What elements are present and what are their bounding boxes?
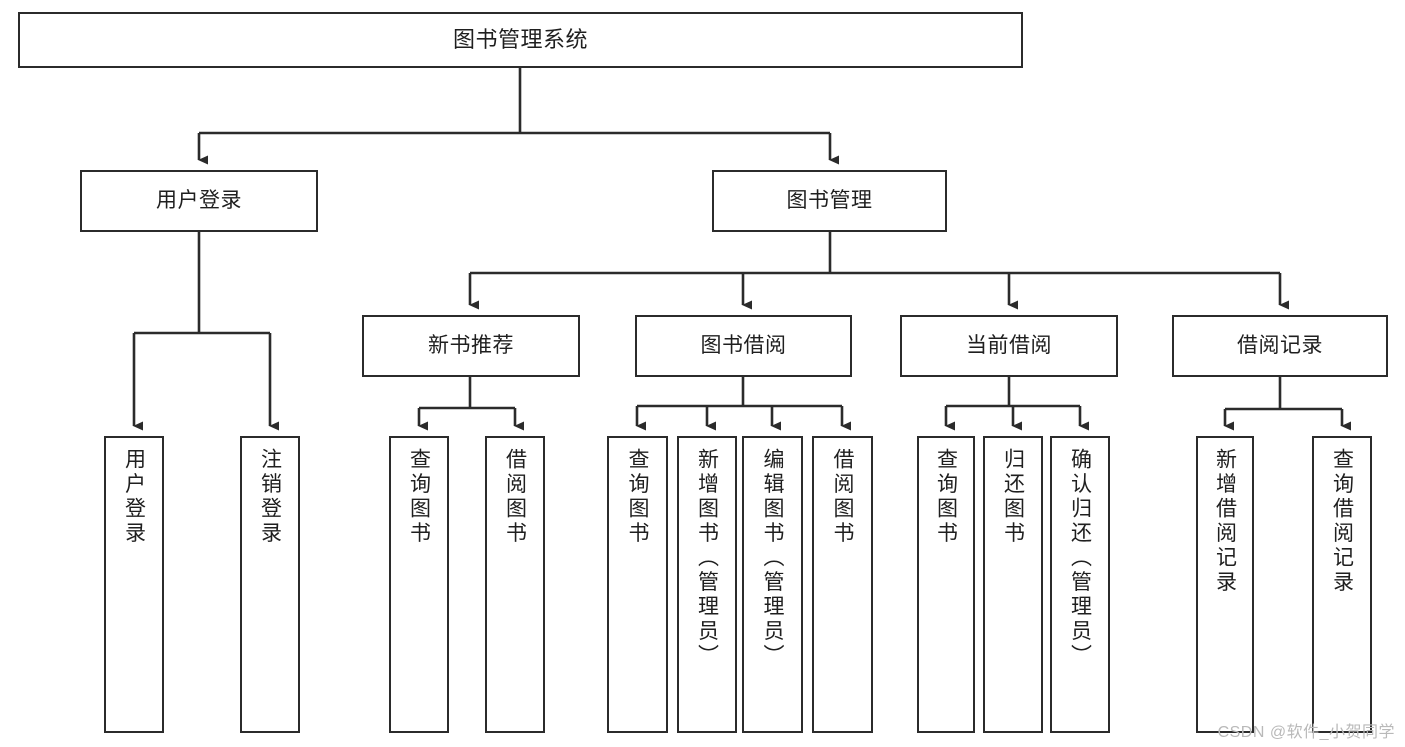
node-leaf-rec-query-book[interactable]: 查询图书 bbox=[389, 436, 449, 733]
node-label-leaf-bb-query-book: 查询图书 bbox=[626, 448, 649, 546]
node-book-borrow[interactable]: 图书借阅 bbox=[635, 315, 852, 377]
node-label-book-borrow: 图书借阅 bbox=[700, 334, 787, 358]
node-label-new-book-recommend: 新书推荐 bbox=[428, 334, 514, 358]
node-leaf-br-query-record[interactable]: 查询借阅记录 bbox=[1312, 436, 1372, 733]
node-leaf-bb-add-book[interactable]: 新增图书（管理员） bbox=[677, 436, 737, 733]
node-leaf-br-add-record[interactable]: 新增借阅记录 bbox=[1196, 436, 1254, 733]
node-current-borrow[interactable]: 当前借阅 bbox=[900, 315, 1118, 377]
node-leaf-cb-return-book[interactable]: 归还图书 bbox=[983, 436, 1043, 733]
node-label-root: 图书管理系统 bbox=[452, 26, 588, 52]
node-label-leaf-rec-query-book: 查询图书 bbox=[407, 448, 431, 546]
node-label-leaf-cb-confirm-return: 确认归还（管理员） bbox=[1068, 448, 1092, 669]
node-leaf-rec-borrow-book[interactable]: 借阅图书 bbox=[485, 436, 545, 733]
node-leaf-cb-query-book[interactable]: 查询图书 bbox=[917, 436, 975, 733]
node-label-leaf-user-login: 用户登录 bbox=[122, 448, 146, 546]
node-label-leaf-rec-borrow-book: 借阅图书 bbox=[503, 448, 527, 546]
node-new-book-recommend[interactable]: 新书推荐 bbox=[362, 315, 580, 377]
node-book-manage[interactable]: 图书管理 bbox=[712, 170, 947, 232]
node-label-user-login: 用户登录 bbox=[156, 189, 242, 213]
node-leaf-cb-confirm-return[interactable]: 确认归还（管理员） bbox=[1050, 436, 1110, 733]
node-label-leaf-br-add-record: 新增借阅记录 bbox=[1213, 448, 1237, 595]
csdn-watermark: CSDN @软件_小贺同学 bbox=[1217, 724, 1395, 741]
node-leaf-bb-borrow-book[interactable]: 借阅图书 bbox=[812, 436, 873, 733]
node-leaf-bb-query-book[interactable]: 查询图书 bbox=[607, 436, 668, 733]
node-label-book-manage: 图书管理 bbox=[786, 189, 873, 213]
node-label-borrow-record: 借阅记录 bbox=[1237, 334, 1323, 358]
node-label-leaf-cb-query-book: 查询图书 bbox=[934, 448, 958, 546]
node-label-leaf-user-logout: 注销登录 bbox=[258, 448, 282, 546]
node-label-leaf-bb-borrow-book: 借阅图书 bbox=[831, 448, 854, 546]
node-leaf-bb-edit-book[interactable]: 编辑图书（管理员） bbox=[742, 436, 803, 733]
node-label-leaf-cb-return-book: 归还图书 bbox=[1001, 448, 1025, 546]
node-label-leaf-bb-edit-book: 编辑图书（管理员） bbox=[761, 448, 784, 669]
node-borrow-record[interactable]: 借阅记录 bbox=[1172, 315, 1388, 377]
node-user-login[interactable]: 用户登录 bbox=[80, 170, 318, 232]
node-label-current-borrow: 当前借阅 bbox=[966, 334, 1052, 358]
node-label-leaf-bb-add-book: 新增图书（管理员） bbox=[695, 448, 719, 669]
node-leaf-user-logout[interactable]: 注销登录 bbox=[240, 436, 300, 733]
node-label-leaf-br-query-record: 查询借阅记录 bbox=[1330, 448, 1354, 595]
node-leaf-user-login[interactable]: 用户登录 bbox=[104, 436, 164, 733]
node-book-management-system[interactable]: 图书管理系统 bbox=[18, 12, 1023, 68]
